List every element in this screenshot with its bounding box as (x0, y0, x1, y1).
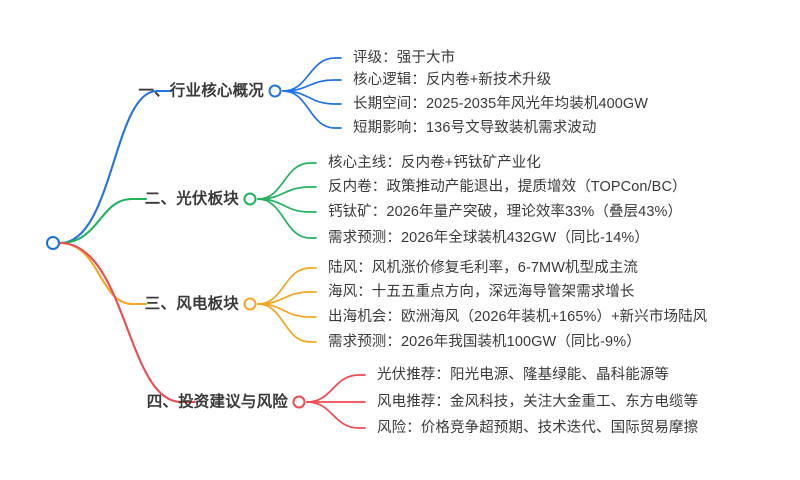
edge-branch-to-leaf-photovoltaic-sector-3 (257, 198, 317, 239)
leaf-label-investment-advice-and-risk-0[interactable]: 光伏推荐：阳光电源、隆基绿能、晶科能源等 (377, 366, 669, 383)
leaf-label-photovoltaic-sector-0[interactable]: 核心主线：反内卷+钙钛矿产业化 (328, 154, 541, 171)
edge-branch-to-leaf-industry-overview-0 (282, 57, 342, 92)
leaf-label-industry-overview-1[interactable]: 核心逻辑：反内卷+新技术升级 (353, 71, 552, 88)
branch-label-wind-power-sector[interactable]: 三、风电板块 (144, 295, 239, 313)
edge-branch-to-leaf-investment-advice-and-risk-0 (306, 374, 366, 403)
edge-branch-to-leaf-wind-power-sector-0 (257, 267, 317, 305)
leaf-label-wind-power-sector-3[interactable]: 需求预测：2026年我国装机100GW（同比-9%） (328, 333, 641, 350)
leaf-label-wind-power-sector-1[interactable]: 海风：十五五重点方向，深远海导管架需求增长 (328, 283, 635, 300)
edge-branch-to-leaf-industry-overview-3 (282, 90, 342, 129)
edge-branch-to-leaf-investment-advice-and-risk-2 (306, 401, 366, 429)
branch-node-wind-power-sector[interactable] (243, 297, 257, 311)
leaf-label-wind-power-sector-2[interactable]: 出海机会：欧洲海风（2026年装机+165%）+新兴市场陆风 (328, 308, 708, 325)
leaf-label-photovoltaic-sector-3[interactable]: 需求预测：2026年全球装机432GW（同比-14%） (328, 229, 649, 246)
branch-node-photovoltaic-sector[interactable] (243, 192, 257, 206)
leaf-label-industry-overview-3[interactable]: 短期影响：136号文导致装机需求波动 (353, 119, 597, 136)
edge-branch-to-leaf-wind-power-sector-3 (257, 303, 317, 343)
branch-node-investment-advice-and-risk[interactable] (292, 395, 306, 409)
branch-node-industry-overview[interactable] (268, 84, 282, 98)
leaf-label-photovoltaic-sector-2[interactable]: 钙钛矿：2026年量产突破，理论效率33%（叠层43%） (328, 203, 683, 220)
edge-root-to-branch-investment-advice-and-risk (58, 241, 183, 404)
branch-label-industry-overview[interactable]: 一、行业核心概况 (138, 82, 264, 100)
edge-branch-to-leaf-photovoltaic-sector-0 (257, 162, 317, 200)
root-node-circle[interactable] (46, 236, 60, 250)
edge-branch-to-leaf-photovoltaic-sector-2 (257, 198, 317, 213)
branch-label-investment-advice-and-risk[interactable]: 四、投资建议与风险 (146, 393, 288, 411)
edge-root-to-branch-photovoltaic-sector (58, 197, 134, 245)
edge-root-to-branch-wind-power-sector (58, 241, 134, 306)
leaf-label-investment-advice-and-risk-1[interactable]: 风电推荐：金风科技，关注大金重工、东方电缆等 (377, 393, 699, 410)
leaf-label-wind-power-sector-0[interactable]: 陆风：风机涨价修复毛利率，6-7MW机型成主流 (328, 259, 639, 276)
leaf-label-industry-overview-0[interactable]: 评级：强于大市 (353, 49, 456, 66)
leaf-label-investment-advice-and-risk-2[interactable]: 风险：价格竞争超预期、技术迭代、国际贸易摩擦 (377, 419, 699, 436)
leaf-label-industry-overview-2[interactable]: 长期空间：2025-2035年风光年均装机400GW (353, 95, 649, 112)
edge-root-to-branch-industry-overview (58, 89, 159, 245)
branch-label-photovoltaic-sector[interactable]: 二、光伏板块 (144, 190, 239, 208)
leaf-label-photovoltaic-sector-1[interactable]: 反内卷：政策推动产能退出，提质增效（TOPCon/BC） (328, 178, 687, 195)
